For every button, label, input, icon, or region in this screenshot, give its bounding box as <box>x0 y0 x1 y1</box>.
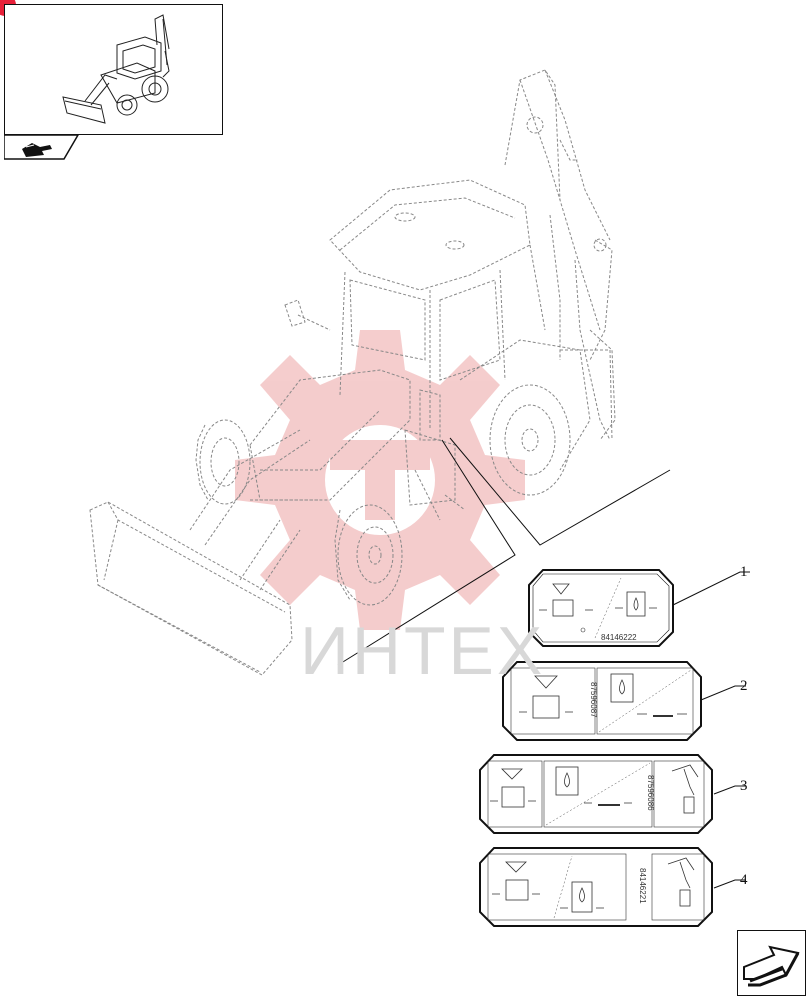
callout-3: 3 <box>740 778 748 794</box>
thumbnail-frame <box>4 4 223 135</box>
decal-2-code: 87596087 <box>589 682 598 718</box>
decal-3-code: 87596086 <box>646 775 655 811</box>
decal-1: 84146222 <box>528 569 674 647</box>
hand-pointing-icon <box>22 143 52 157</box>
next-page-arrow-icon <box>743 945 800 987</box>
watermark-text: ИНТЕХ <box>300 613 546 689</box>
leader-lines <box>337 437 671 666</box>
decal-4: 84146221 <box>479 847 713 927</box>
watermark-logo-icon <box>235 330 525 630</box>
decal-4-code: 84146221 <box>638 868 647 904</box>
callout-4: 4 <box>740 872 748 888</box>
callout-2: 2 <box>740 678 748 694</box>
decal-2: 87596087 <box>502 661 702 741</box>
decal-3: 87596086 <box>479 754 713 834</box>
thumbnail-tab <box>4 135 79 160</box>
backhoe-thumbnail-icon <box>62 14 170 124</box>
backhoe-loader-drawing <box>89 69 616 676</box>
next-page-button[interactable] <box>737 930 806 996</box>
decal-1-code: 84146222 <box>601 633 637 642</box>
callout-1: 1 <box>740 564 748 580</box>
